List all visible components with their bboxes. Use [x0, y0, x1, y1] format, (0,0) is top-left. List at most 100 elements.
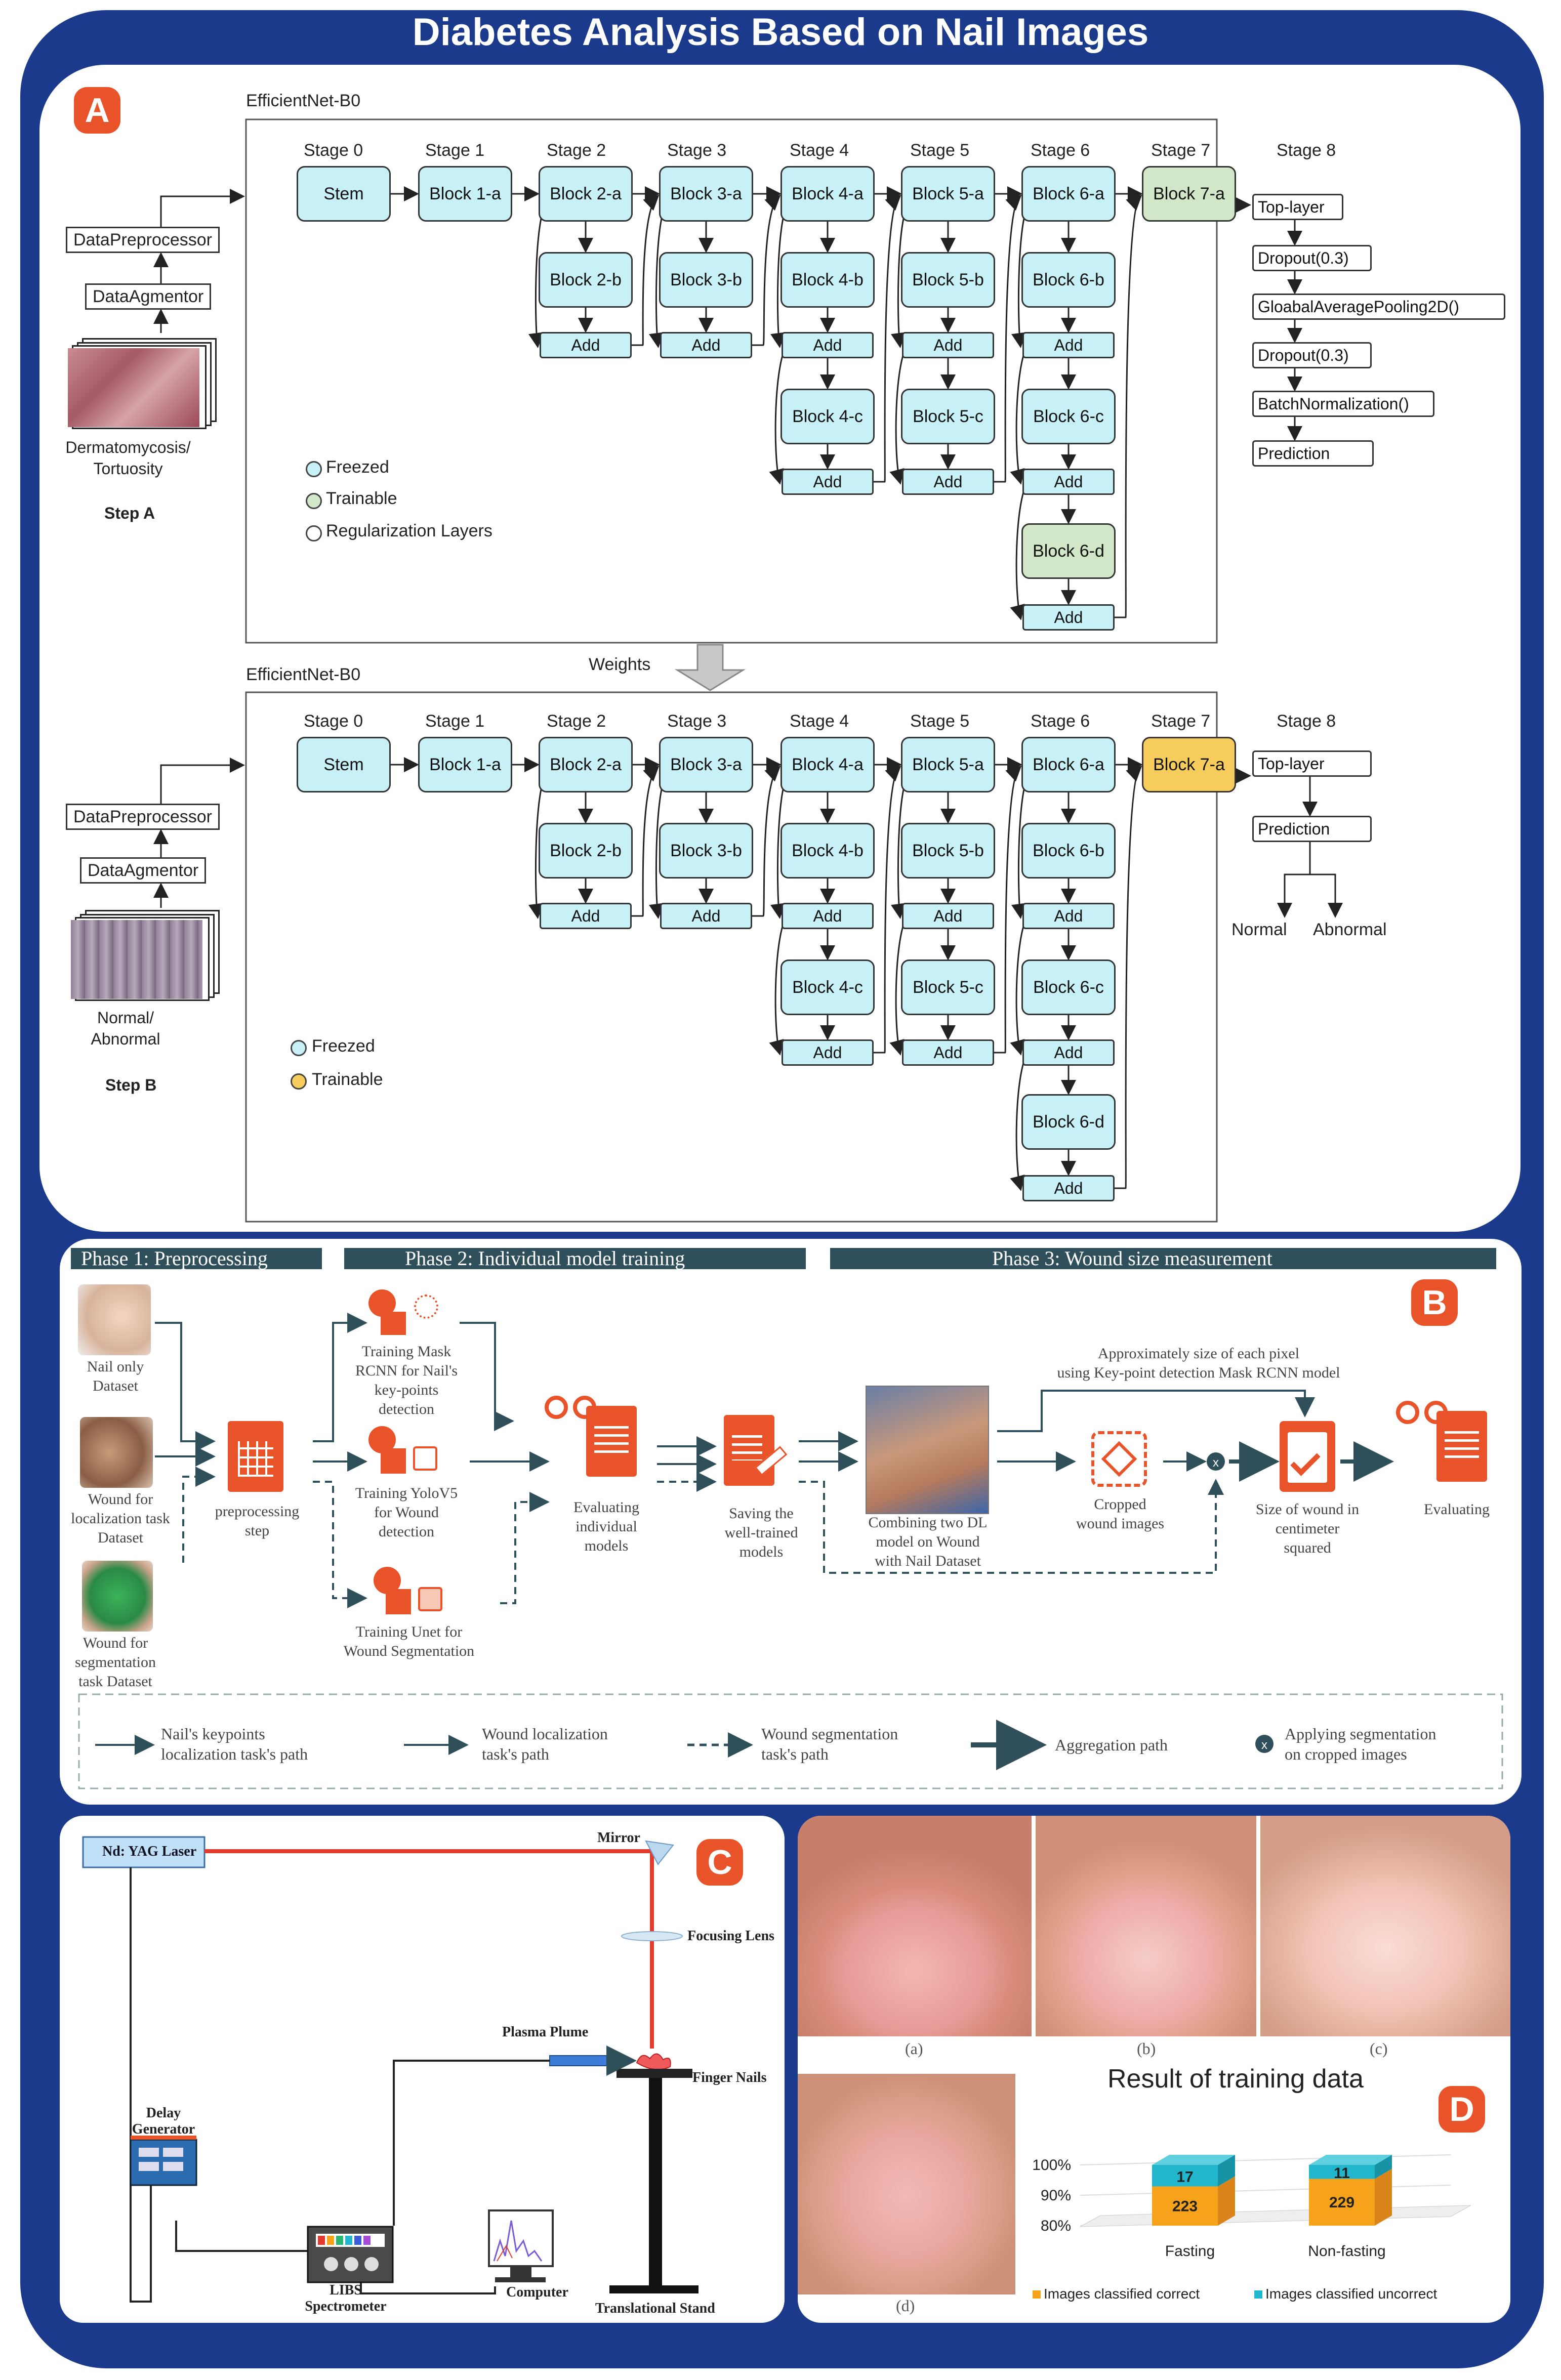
training-mask-rcnn-icon — [368, 1289, 439, 1335]
legend-trainable: Trainable — [326, 489, 397, 508]
add-node: Add — [660, 903, 752, 929]
dataset-label-a: Dermatomycosis/ Tortuosity — [65, 438, 191, 478]
block-b6d: Block 6-d — [1021, 1094, 1116, 1150]
block-b4c: Block 4-c — [780, 389, 875, 444]
training-yolo-label: Training YoloV5 for Wound detection — [355, 1485, 458, 1540]
data-label-uncorrect: 11 — [1334, 2165, 1350, 2182]
block-b5b: Block 5-b — [901, 252, 995, 308]
step-b-label: Step B — [105, 1076, 157, 1094]
nail-photo-c — [1260, 1816, 1510, 2036]
block-b6c: Block 6-c — [1021, 959, 1116, 1015]
block-b1a: Block 1-a — [418, 166, 512, 222]
head-prediction: Prediction — [1252, 440, 1374, 467]
stage-label: Stage 3 — [667, 712, 727, 731]
panel-d-badge: D — [1439, 2086, 1485, 2133]
bar-uncorrect-side — [1218, 2155, 1235, 2187]
add-node: Add — [1022, 469, 1115, 495]
add-node: Add — [782, 469, 874, 495]
data-preprocessor-b: DataPreprocessor — [66, 804, 220, 830]
bar-correct — [1152, 2186, 1218, 2226]
stage-label: Stage 0 — [304, 712, 363, 731]
y-tick-label: 100% — [1032, 2157, 1071, 2174]
panel-c-badge: C — [696, 1839, 743, 1886]
block-b4c: Block 4-c — [780, 959, 875, 1015]
chart-title: Result of training data — [1107, 2064, 1364, 2094]
bar-correct-side — [1218, 2176, 1235, 2226]
block-b5a: Block 5-a — [901, 737, 995, 792]
block-b6b: Block 6-b — [1021, 823, 1116, 879]
panel-a-badge: A — [74, 87, 120, 134]
head-gap: GloabalAveragePooling2D() — [1252, 294, 1505, 320]
preprocessing-label: preprocessing step — [215, 1503, 300, 1539]
final-glasses-icon — [1396, 1396, 1457, 1426]
evaluating-label: Evaluating — [1424, 1501, 1490, 1518]
svg-text:x: x — [1261, 1738, 1267, 1752]
block-stem: Stem — [297, 737, 391, 792]
stage-label: Stage 0 — [304, 141, 363, 160]
block-b5c: Block 5-c — [901, 389, 995, 444]
chart-floor — [1080, 2205, 1471, 2227]
block-b2a: Block 2-a — [539, 166, 633, 222]
add-node: Add — [782, 903, 874, 929]
libs-label: LIBS Spectrometer — [305, 2282, 387, 2314]
stage-label: Stage 2 — [547, 141, 606, 160]
spreadsheet-icon — [228, 1421, 283, 1492]
add-node: Add — [540, 903, 632, 929]
block-b7a: Block 7-a — [1142, 737, 1236, 792]
svg-text:x: x — [1213, 1456, 1219, 1470]
dermatomycosis-images — [68, 338, 217, 429]
stand-label: Translational Stand — [595, 2301, 715, 2316]
stage-label: Stage 5 — [910, 712, 970, 731]
dataset-wound-segmentation: Wound for segmentation task Dataset — [75, 1635, 156, 1690]
laser-label: Nd: YAG Laser — [102, 1844, 197, 1859]
add-node: Add — [782, 332, 874, 358]
bar-uncorrect — [1309, 2165, 1375, 2179]
bar-correct-side — [1375, 2168, 1392, 2226]
plume-label: Plasma Plume — [502, 2024, 589, 2040]
y-tick-label: 80% — [1041, 2218, 1071, 2234]
block-b4a: Block 4-a — [780, 737, 875, 792]
stage-label: Stage 6 — [1031, 141, 1090, 160]
caption-a: (a) — [905, 2039, 923, 2058]
wound-localization-image — [80, 1417, 153, 1488]
category-label: Non-fasting — [1308, 2243, 1385, 2260]
evaluate-doc-icon — [586, 1406, 637, 1477]
legend-swatch-uncorrect — [1254, 2290, 1262, 2299]
saving-models-label: Saving the well-trained models — [724, 1505, 798, 1560]
bar-top — [1309, 2155, 1392, 2165]
panel-b: Phase 1: Preprocessing Phase 2: Individu… — [60, 1239, 1522, 1805]
block-b6a: Block 6-a — [1021, 737, 1116, 792]
block-b6a: Block 6-a — [1021, 166, 1116, 222]
training-result-chart: 100%90%80%22317Fasting22911Non-fastingIm… — [1032, 2154, 1471, 2302]
stage-label: Stage 7 — [1151, 712, 1211, 731]
nail-photo-a — [798, 1816, 1032, 2036]
block-b4b: Block 4-b — [780, 252, 875, 308]
bar-top — [1152, 2155, 1235, 2165]
caption-d: (d) — [896, 2297, 915, 2315]
block-b3b: Block 3-b — [659, 823, 753, 879]
add-node: Add — [660, 332, 752, 358]
dataset-nail-only: Nail only Dataset — [87, 1358, 144, 1394]
legend-freezed: Freezed — [326, 457, 389, 477]
gridline — [1080, 2154, 1451, 2165]
training-unet-icon — [374, 1567, 444, 1617]
data-label-correct: 229 — [1329, 2194, 1354, 2211]
gridline — [1080, 2185, 1451, 2196]
stage-label: Stage 2 — [547, 712, 606, 731]
y-tick-label: 90% — [1041, 2187, 1071, 2204]
panel-a-connectors — [153, 118, 1343, 1223]
block-b4a: Block 4-a — [780, 166, 875, 222]
category-label: Fasting — [1165, 2243, 1215, 2260]
legend-label-correct: Images classified correct — [1044, 2286, 1200, 2302]
weights-label: Weights — [589, 655, 651, 674]
block-b7a: Block 7-a — [1142, 166, 1236, 222]
stage-label: Stage 6 — [1031, 712, 1090, 731]
legend-keypoints: Nail's keypoints localization task's pat… — [161, 1725, 308, 1763]
panel-b-badge: B — [1411, 1279, 1458, 1326]
legend-regularization: Regularization Layers — [326, 521, 492, 540]
block-b2b: Block 2-b — [539, 252, 633, 308]
caption-b: (b) — [1137, 2039, 1156, 2058]
add-node: Add — [1022, 332, 1115, 358]
stage-label: Stage 1 — [425, 712, 485, 731]
block-b1a: Block 1-a — [418, 737, 512, 792]
